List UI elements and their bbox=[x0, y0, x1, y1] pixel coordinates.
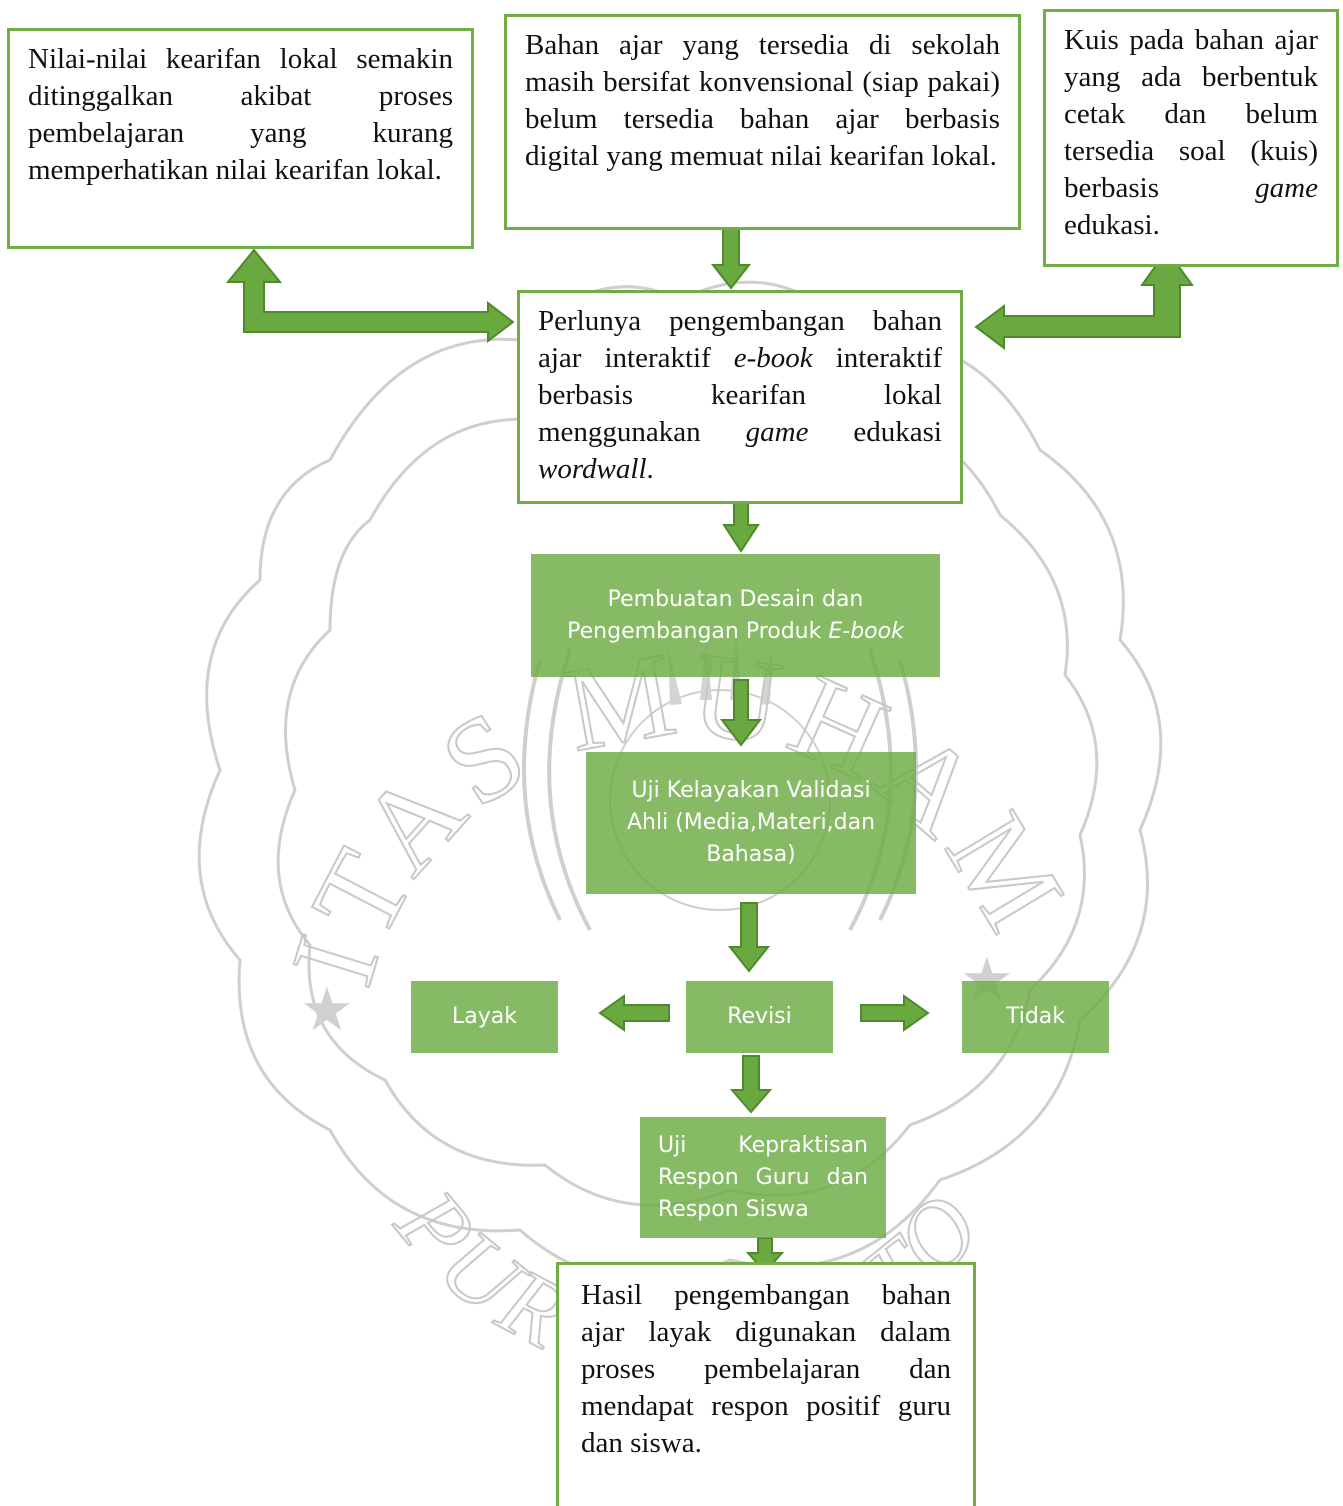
tidak-box: Tidak bbox=[962, 981, 1109, 1053]
arrow-revisi-to-tidak bbox=[860, 994, 930, 1032]
layak-label: Layak bbox=[452, 1004, 517, 1029]
validation-text: Uji Kelayakan Validasi Ahli (Media,Mater… bbox=[626, 778, 876, 867]
problem-center-text: Bahan ajar yang tersedia di sekolah masi… bbox=[525, 29, 1000, 172]
problem-right-text: Kuis pada bahan ajar yang ada berbentuk … bbox=[1064, 24, 1318, 241]
arrow-revisi-to-layak bbox=[598, 994, 670, 1032]
revisi-label: Revisi bbox=[727, 1004, 792, 1029]
revisi-box: Revisi bbox=[686, 981, 833, 1053]
problem-left-box: Nilai-nilai kearifan lokal semakin ditin… bbox=[7, 28, 474, 249]
validation-box: Uji Kelayakan Validasi Ahli (Media,Mater… bbox=[586, 752, 916, 894]
arrow-center-to-need bbox=[710, 228, 752, 290]
problem-left-text: Nilai-nilai kearifan lokal semakin ditin… bbox=[28, 43, 453, 186]
arrow-need-to-left bbox=[225, 248, 515, 344]
practicality-box: Uji Kepraktisan Respon Guru dan Respon S… bbox=[640, 1117, 886, 1238]
practicality-text: Uji Kepraktisan Respon Guru dan Respon S… bbox=[658, 1132, 868, 1222]
need-text: Perlunya pengembangan bahan ajar interak… bbox=[538, 305, 942, 485]
result-text: Hasil pengembangan bahan ajar layak digu… bbox=[581, 1279, 951, 1459]
need-box: Perlunya pengembangan bahan ajar interak… bbox=[517, 290, 963, 504]
layak-box: Layak bbox=[411, 981, 558, 1053]
arrow-validation-to-revisi bbox=[727, 902, 771, 973]
seal-star-left: ★ bbox=[300, 975, 354, 1045]
problem-center-box: Bahan ajar yang tersedia di sekolah masi… bbox=[504, 14, 1021, 230]
problem-right-box: Kuis pada bahan ajar yang ada berbentuk … bbox=[1043, 9, 1339, 267]
arrow-need-to-right bbox=[974, 248, 1194, 350]
arrow-revisi-to-practicality bbox=[729, 1055, 773, 1114]
result-box: Hasil pengembangan bahan ajar layak digu… bbox=[556, 1262, 976, 1506]
arrow-design-to-validation bbox=[719, 679, 763, 747]
tidak-label: Tidak bbox=[1005, 1004, 1066, 1029]
